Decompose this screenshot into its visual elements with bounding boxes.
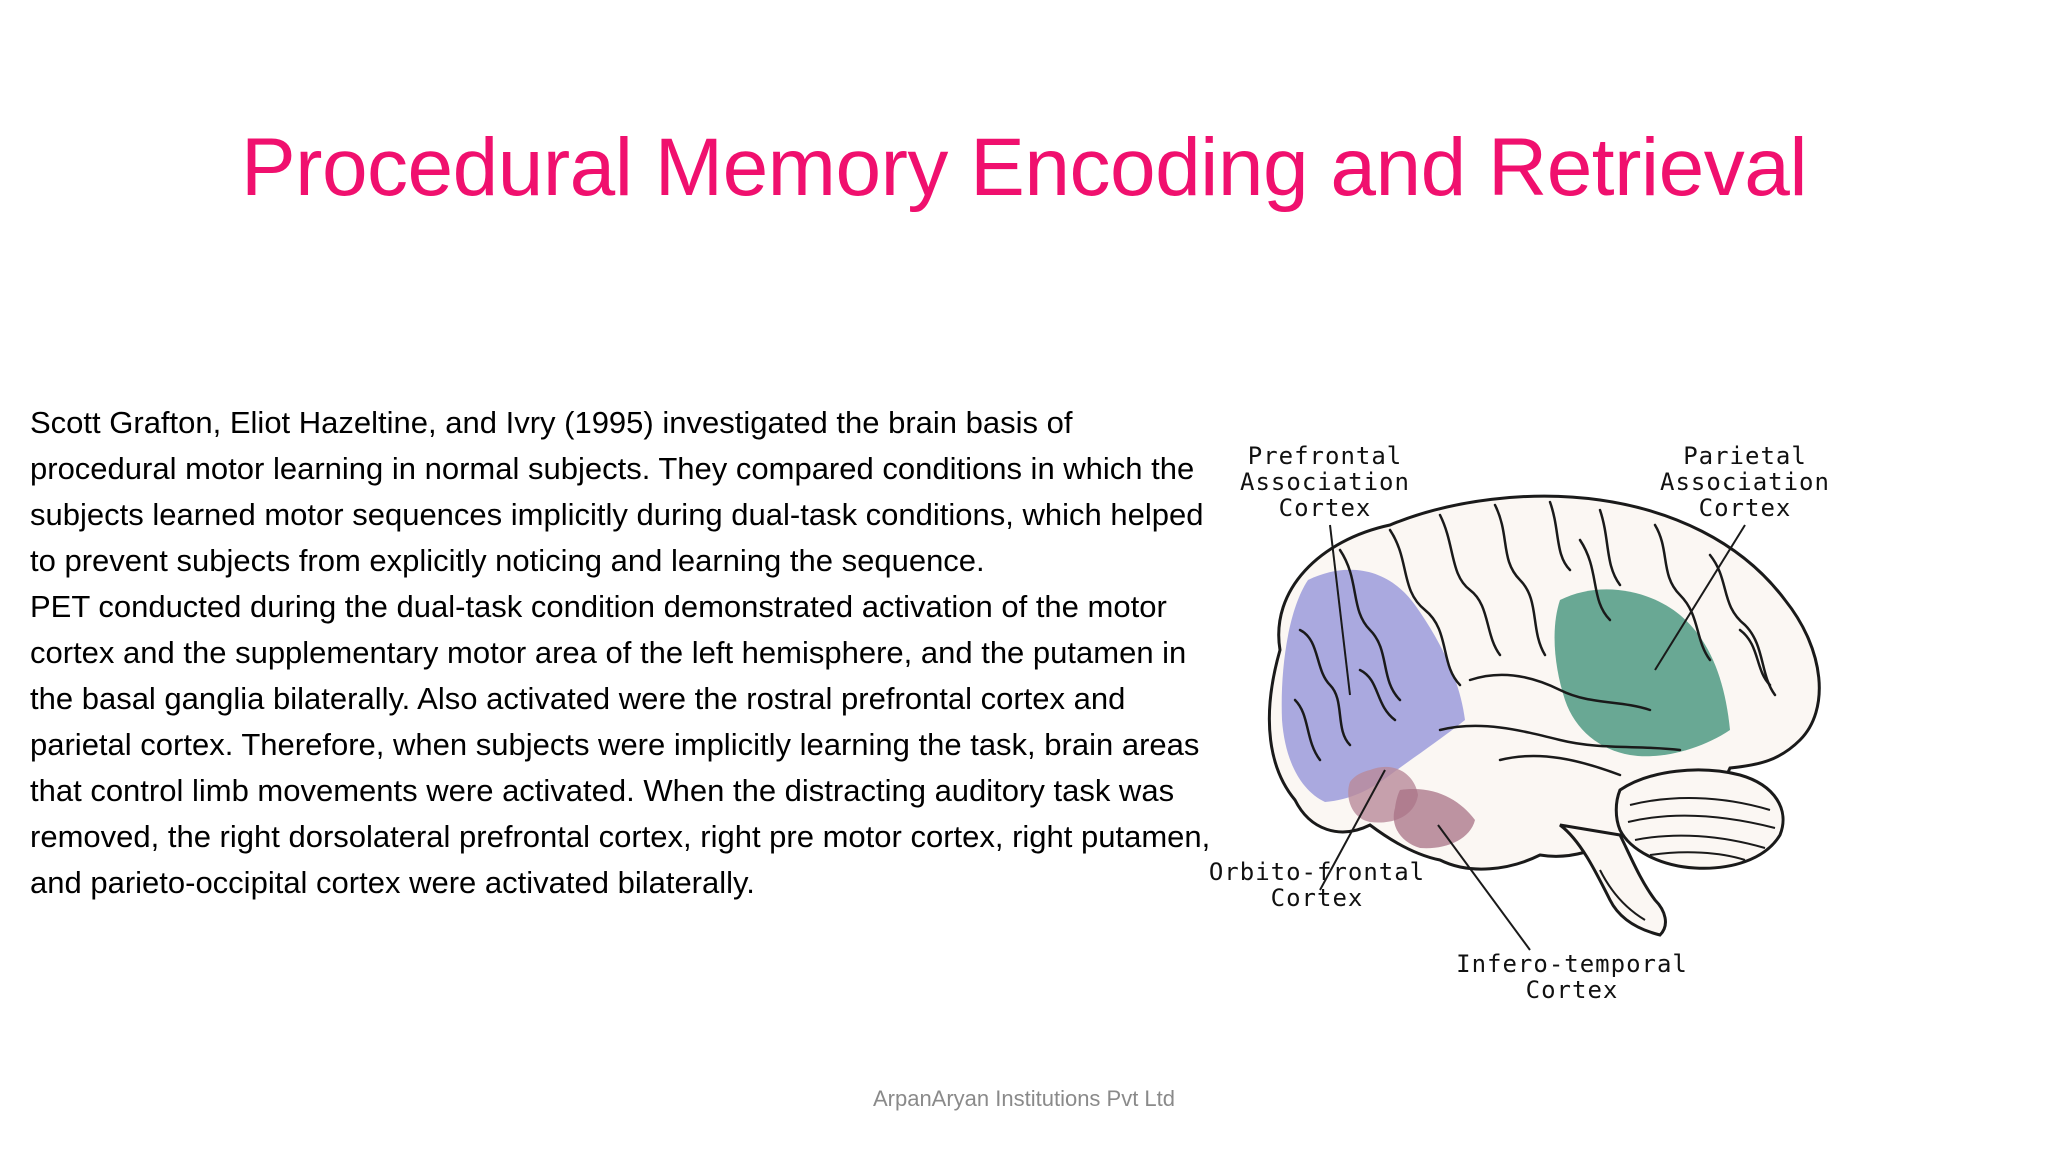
label-prefrontal: Cortex — [1279, 494, 1372, 522]
paragraph-1: Scott Grafton, Eliot Hazeltine, and Ivry… — [30, 405, 1204, 578]
brain-illustration: Prefrontal Association Cortex Parietal A… — [1209, 442, 1830, 1004]
label-prefrontal: Association — [1240, 468, 1410, 496]
paragraph-2: PET conducted during the dual-task condi… — [30, 589, 1211, 900]
gyri-lines — [1293, 500, 1777, 777]
parietal-region — [1554, 589, 1730, 757]
label-parietal: Parietal — [1683, 442, 1807, 470]
label-parietal: Cortex — [1699, 494, 1792, 522]
label-prefrontal: Prefrontal — [1248, 442, 1403, 470]
footer-credit: ArpanAryan Institutions Pvt Ltd — [872, 1086, 1176, 1111]
label-orbitofrontal: Cortex — [1271, 884, 1364, 912]
leader-lines — [1319, 524, 1746, 951]
body-text: Scott Grafton, Eliot Hazeltine, and Ivry… — [30, 400, 1220, 906]
label-inferotemporal: Cortex — [1526, 976, 1619, 1004]
label-orbitofrontal: Orbito-frontal — [1209, 858, 1425, 886]
brainstem — [1559, 823, 1667, 937]
inferotemporal-region — [1393, 789, 1475, 849]
label-inferotemporal: Infero-temporal — [1456, 950, 1688, 978]
brain-diagram: Prefrontal Association Cortex Parietal A… — [1200, 430, 1860, 1010]
slide-title: Procedural Memory Encoding and Retrieval — [240, 122, 1808, 213]
cerebellum — [1614, 768, 1785, 870]
label-parietal: Association — [1660, 468, 1830, 496]
cerebellum-folia — [1627, 797, 1776, 861]
